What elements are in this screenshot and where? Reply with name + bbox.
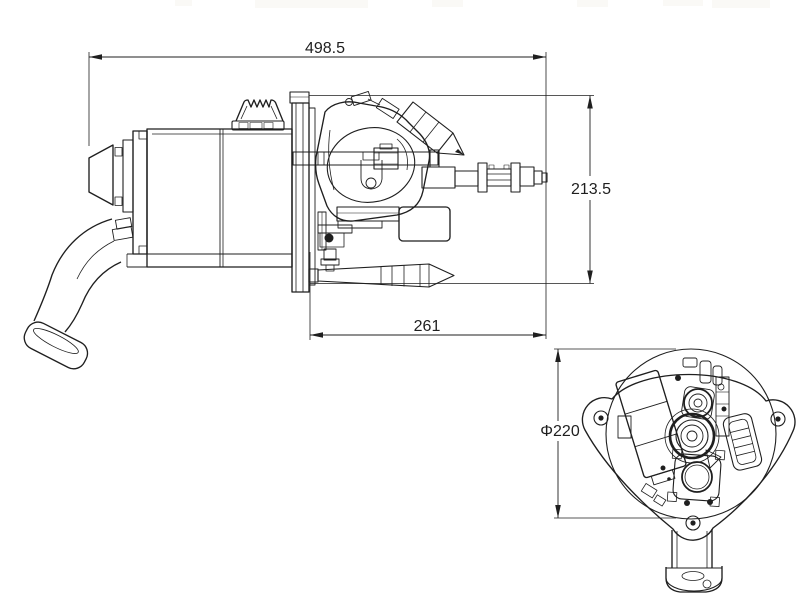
lower-shelf — [336, 206, 451, 242]
flange-circle — [605, 348, 777, 520]
lower-bracket — [317, 211, 353, 272]
small-bolts — [640, 375, 727, 507]
pump-housing — [314, 101, 431, 222]
bottom-port — [666, 448, 726, 508]
right-components — [715, 376, 763, 471]
main-gear — [664, 408, 722, 469]
front-view: Φ220 — [540, 348, 796, 593]
dim-overall-height-text: 213.5 — [571, 181, 611, 198]
dimension-overall-length: 498.5 — [88, 40, 547, 339]
dimension-flange-diameter: Φ220 — [540, 348, 676, 519]
outlet-tube — [665, 529, 723, 593]
steering-nozzle — [396, 101, 465, 156]
dim-flange-diameter-text: Φ220 — [540, 423, 580, 440]
dimension-pump-length: 261 — [309, 252, 546, 340]
side-view: 498.5 213.5 261 — [23, 40, 611, 370]
upper-gear — [681, 386, 715, 420]
carry-handle — [231, 99, 285, 131]
tiller-handle — [23, 217, 134, 370]
flange-plate — [581, 373, 796, 541]
drive-shaft — [421, 162, 548, 193]
side-tab — [617, 415, 632, 439]
page-edge-artifacts — [175, 0, 770, 8]
bolt-holes — [593, 410, 786, 531]
top-studs — [682, 357, 725, 391]
motor-body — [126, 128, 293, 268]
mounting-plate — [289, 91, 316, 293]
nose-cone — [88, 139, 134, 213]
dim-pump-length-text: 261 — [414, 318, 441, 335]
motor-front-cap — [132, 130, 148, 255]
dim-overall-length-text: 498.5 — [305, 40, 345, 57]
dimension-overall-height: 213.5 — [309, 95, 611, 284]
